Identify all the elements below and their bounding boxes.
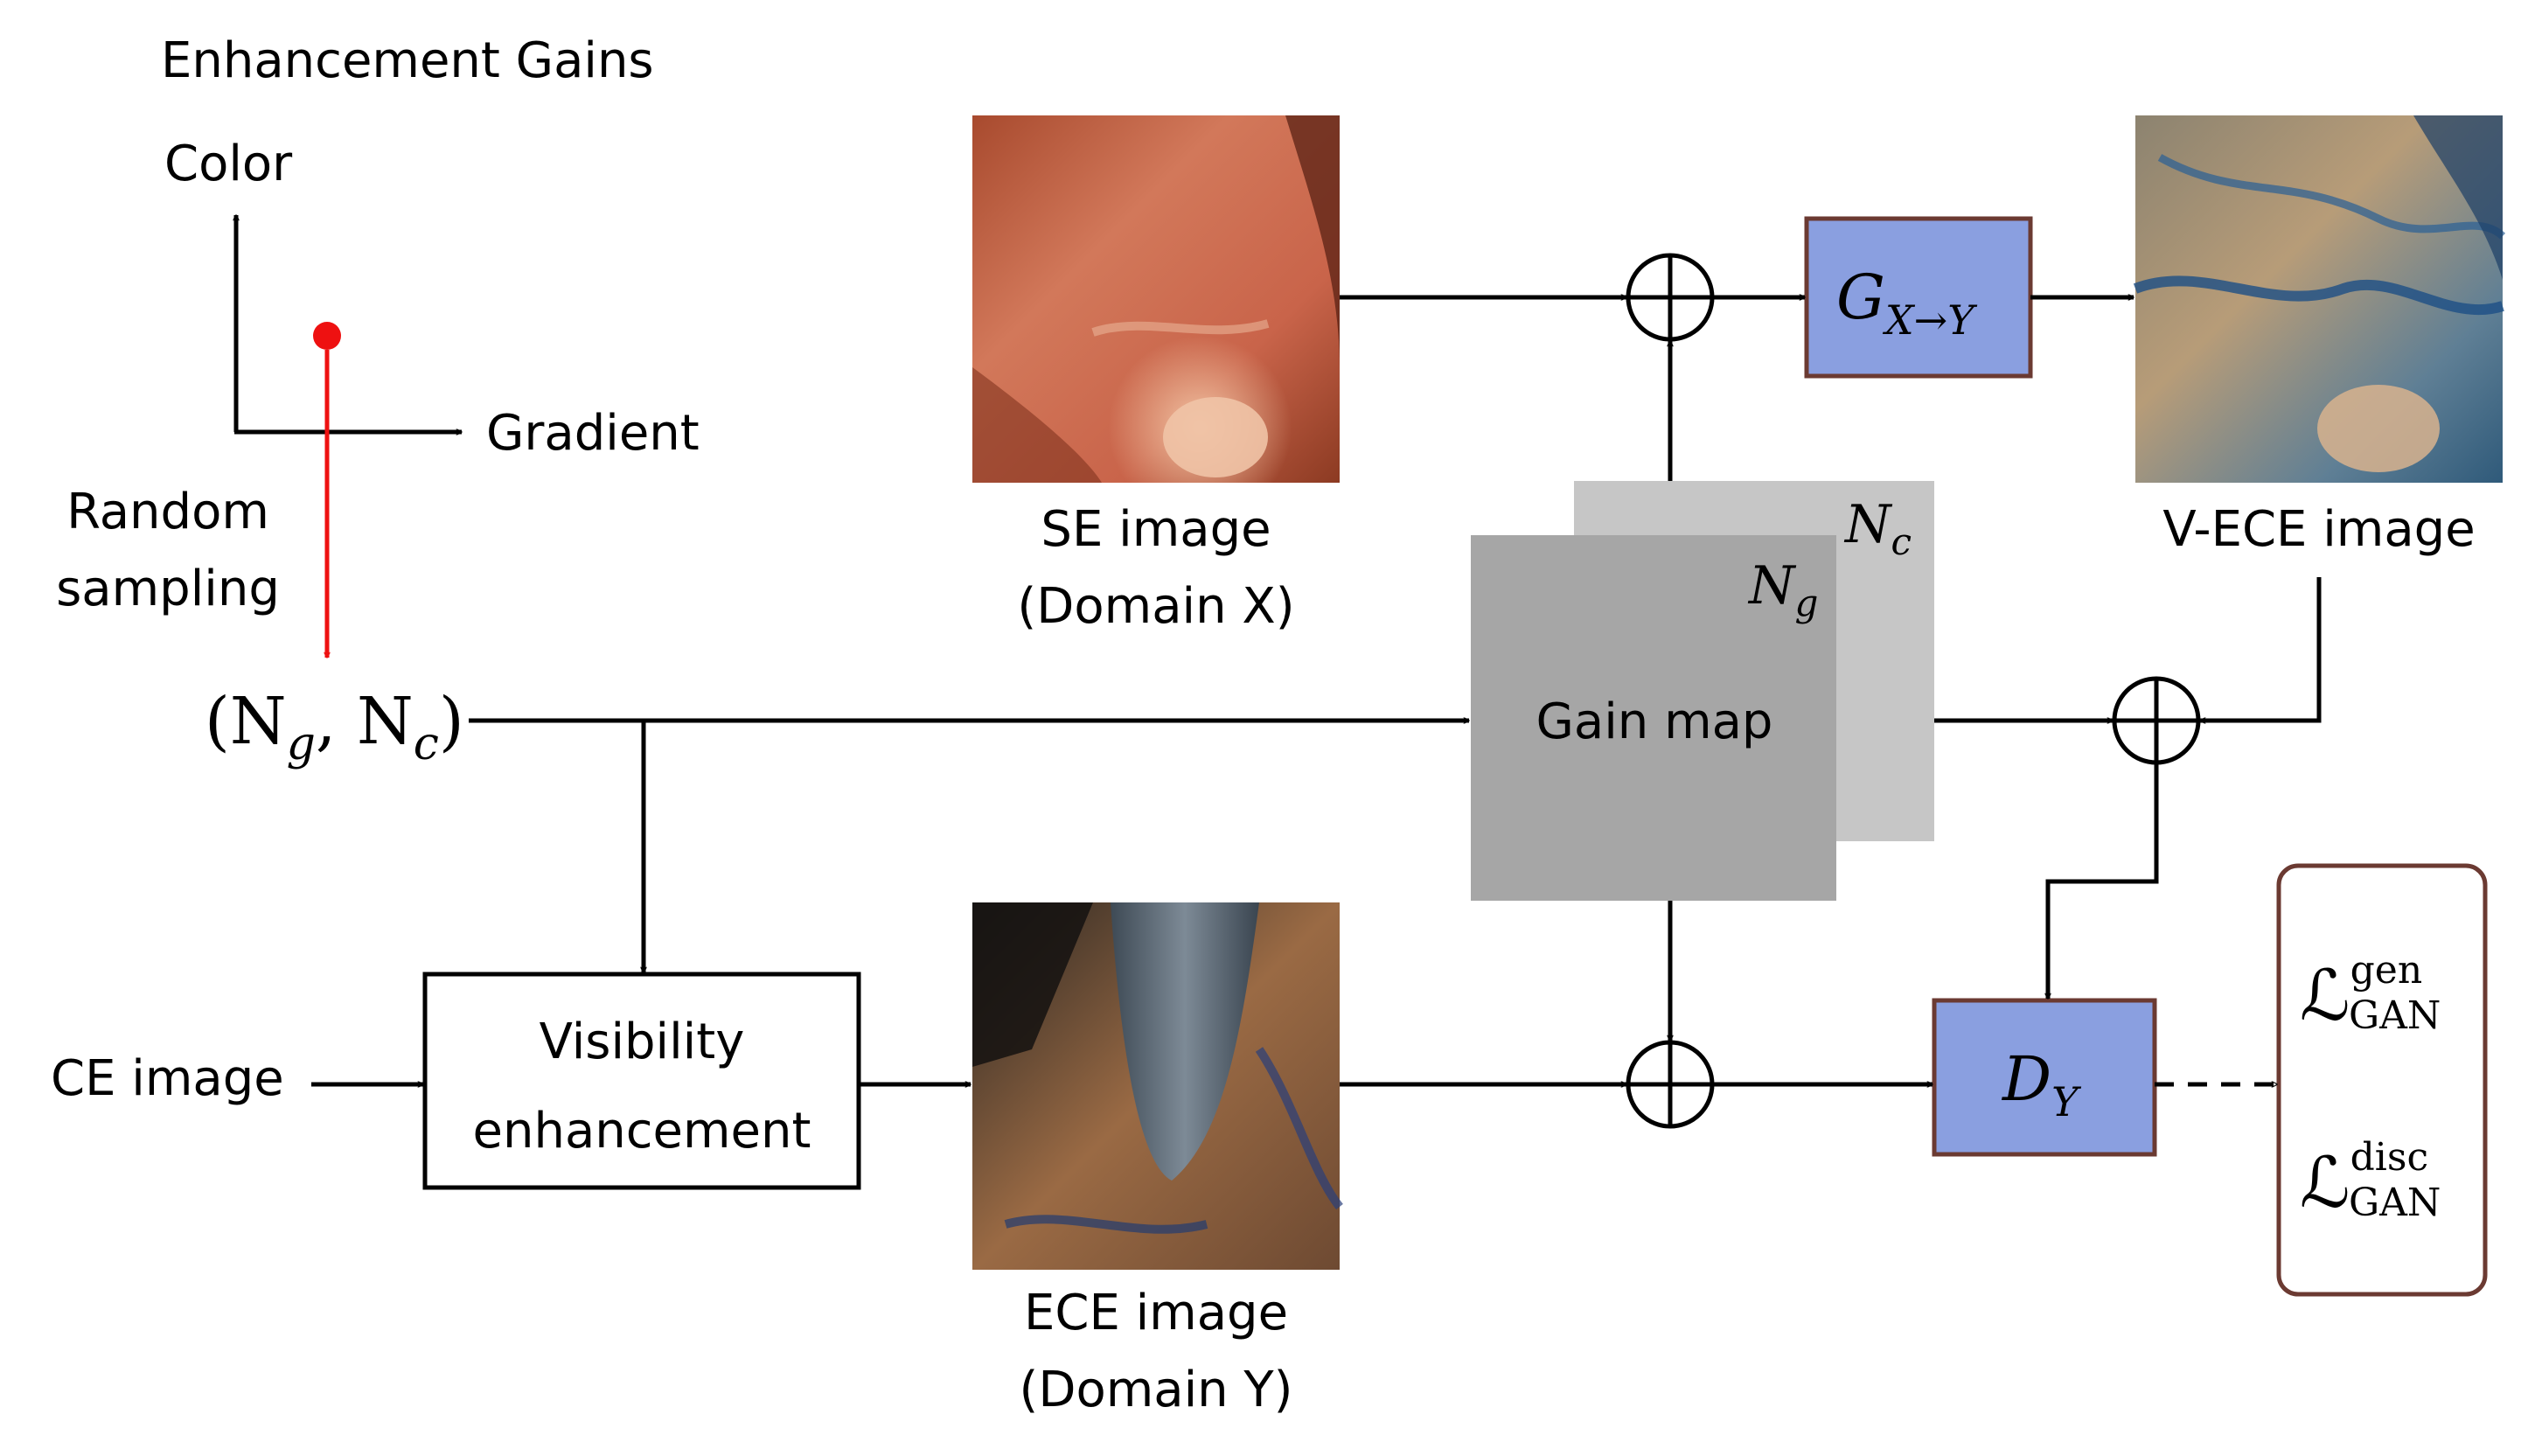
axes-title: Enhancement Gains: [161, 32, 654, 89]
sampled-gains: (Ng, Nc): [205, 684, 464, 770]
se-image-domain: (Domain X): [1017, 578, 1294, 635]
visibility-enhancement-box: [422, 972, 861, 1190]
discriminator-label: DY: [2001, 1043, 2082, 1125]
se-image-label: SE image: [1041, 501, 1271, 558]
v-ece-image-label: V-ECE image: [2162, 501, 2475, 558]
ece-image: [972, 902, 1343, 1270]
loss-box: [2276, 863, 2488, 1297]
right-concat-to-discriminator-arrow: [2048, 763, 2159, 999]
loss-disc: ℒdisc: [2300, 1135, 2428, 1223]
color-axis-label: Color: [164, 136, 293, 192]
discriminator-block: [1932, 998, 2157, 1157]
concat-op-bottom: [1626, 1040, 1715, 1129]
concat-op-top: [1626, 253, 1715, 342]
ce-image-label: CE image: [51, 1050, 284, 1107]
gain-map-front-label: Ng: [1747, 555, 1818, 624]
generator-label: GX→Y: [1836, 261, 1978, 344]
gradient-axis-label: Gradient: [486, 405, 700, 462]
loss-gen: ℒgen: [2300, 948, 2422, 1036]
sampling-label: sampling: [56, 561, 280, 617]
visibility-enhancement-line1: Visibility: [540, 1014, 745, 1070]
ece-image-label: ECE image: [1024, 1285, 1288, 1341]
random-label: Random: [66, 484, 269, 540]
generator-block: [1804, 216, 2033, 379]
gain-map-label: Gain map: [1536, 693, 1773, 750]
vece-to-right-concat-arrow: [2200, 577, 2322, 721]
gain-map-back-label: Nc: [1843, 494, 1912, 563]
se-image: [972, 115, 1340, 483]
gain-map-front: [1471, 535, 1836, 901]
loss-gen-sub: GAN: [2349, 993, 2441, 1038]
visibility-enhancement-line2: enhancement: [473, 1103, 811, 1160]
ece-image-domain: (Domain Y): [1019, 1362, 1292, 1418]
v-ece-image: [2133, 115, 2506, 483]
sample-point: [313, 322, 341, 350]
loss-disc-sub: GAN: [2349, 1181, 2441, 1225]
concat-op-right: [2112, 676, 2201, 765]
